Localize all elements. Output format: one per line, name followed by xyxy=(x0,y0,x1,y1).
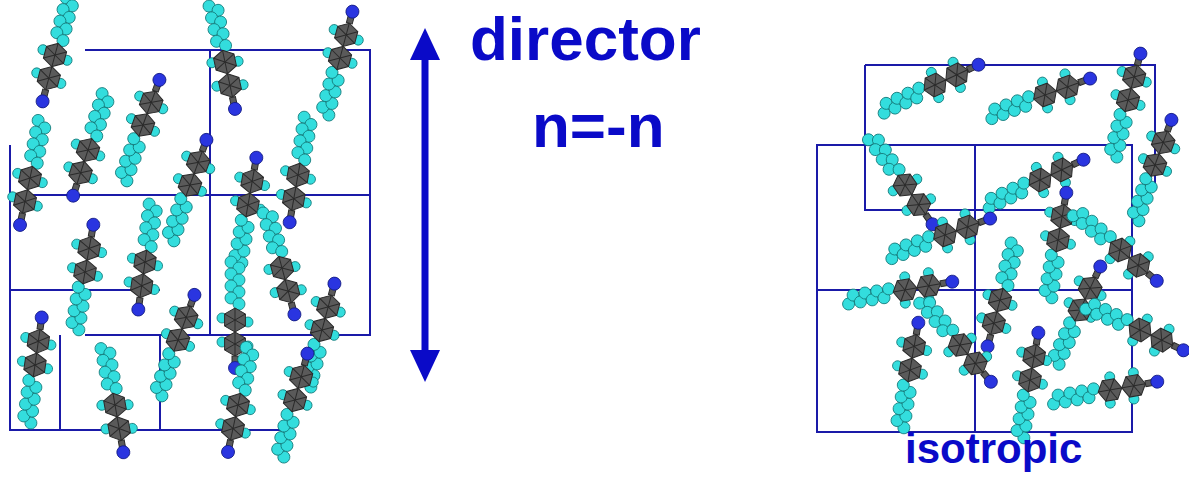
director-label: director xyxy=(470,8,701,70)
phase-label: isotropic xyxy=(905,428,1082,470)
director-symmetry: n=-n xyxy=(532,95,665,157)
director-arrow xyxy=(410,28,440,382)
cell-grid xyxy=(10,50,1155,432)
nematic-molecules xyxy=(1,0,371,466)
isotropic-molecules xyxy=(839,43,1189,446)
